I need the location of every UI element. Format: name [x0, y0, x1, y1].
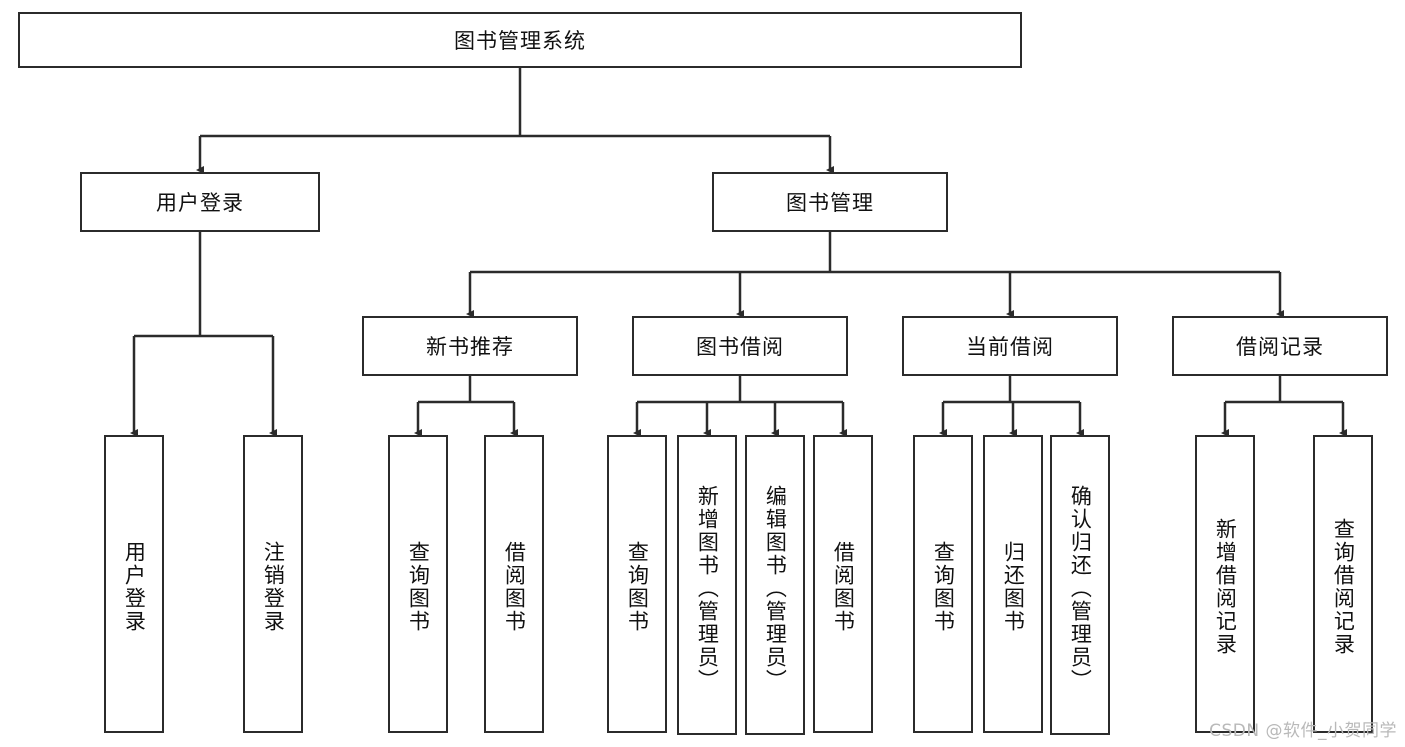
node-label: 图书管理: [786, 191, 874, 215]
node-leaf-add-book[interactable]: 新增图书（管理员）: [677, 435, 737, 735]
node-leaf-add-record[interactable]: 新增借阅记录: [1195, 435, 1255, 733]
node-new-book-rec[interactable]: 新书推荐: [362, 316, 578, 376]
node-borrow-record[interactable]: 借阅记录: [1172, 316, 1388, 376]
node-leaf-borrow-book-1[interactable]: 借阅图书: [484, 435, 544, 733]
node-label: 新增图书（管理员）: [695, 484, 720, 692]
node-label: 图书借阅: [696, 335, 784, 359]
node-book-manage[interactable]: 图书管理: [712, 172, 948, 232]
node-leaf-query-record[interactable]: 查询借阅记录: [1313, 435, 1373, 733]
node-leaf-user-login[interactable]: 用户登录: [104, 435, 164, 733]
node-label: 图书管理系统: [454, 29, 586, 53]
node-label: 当前借阅: [966, 335, 1054, 359]
node-label: 查询借阅记录: [1331, 518, 1356, 656]
node-book-borrow[interactable]: 图书借阅: [632, 316, 848, 376]
node-label: 新增借阅记录: [1213, 518, 1238, 656]
node-label: 查询图书: [931, 541, 956, 633]
node-user-login[interactable]: 用户登录: [80, 172, 320, 232]
node-leaf-return-book[interactable]: 归还图书: [983, 435, 1043, 733]
node-label: 借阅图书: [502, 541, 527, 633]
node-label: 新书推荐: [426, 335, 514, 359]
node-label: 归还图书: [1001, 541, 1026, 633]
node-label: 用户登录: [122, 541, 147, 633]
node-label: 用户登录: [156, 191, 244, 215]
node-label: 查询图书: [406, 541, 431, 633]
watermark-text: CSDN @软件_小贺同学: [1209, 721, 1397, 741]
node-leaf-logout[interactable]: 注销登录: [243, 435, 303, 733]
node-label: 借阅记录: [1236, 335, 1324, 359]
node-leaf-query-book-3[interactable]: 查询图书: [913, 435, 973, 733]
node-leaf-edit-book[interactable]: 编辑图书（管理员）: [745, 435, 805, 735]
node-label: 编辑图书（管理员）: [763, 484, 788, 692]
node-label: 借阅图书: [831, 541, 856, 633]
node-leaf-query-book-1[interactable]: 查询图书: [388, 435, 448, 733]
node-leaf-borrow-book-2[interactable]: 借阅图书: [813, 435, 873, 733]
node-label: 注销登录: [261, 541, 286, 633]
node-label: 查询图书: [625, 541, 650, 633]
node-current-borrow[interactable]: 当前借阅: [902, 316, 1118, 376]
node-label: 确认归还（管理员）: [1068, 484, 1093, 692]
node-leaf-confirm-return[interactable]: 确认归还（管理员）: [1050, 435, 1110, 735]
node-root[interactable]: 图书管理系统: [18, 12, 1022, 68]
node-leaf-query-book-2[interactable]: 查询图书: [607, 435, 667, 733]
